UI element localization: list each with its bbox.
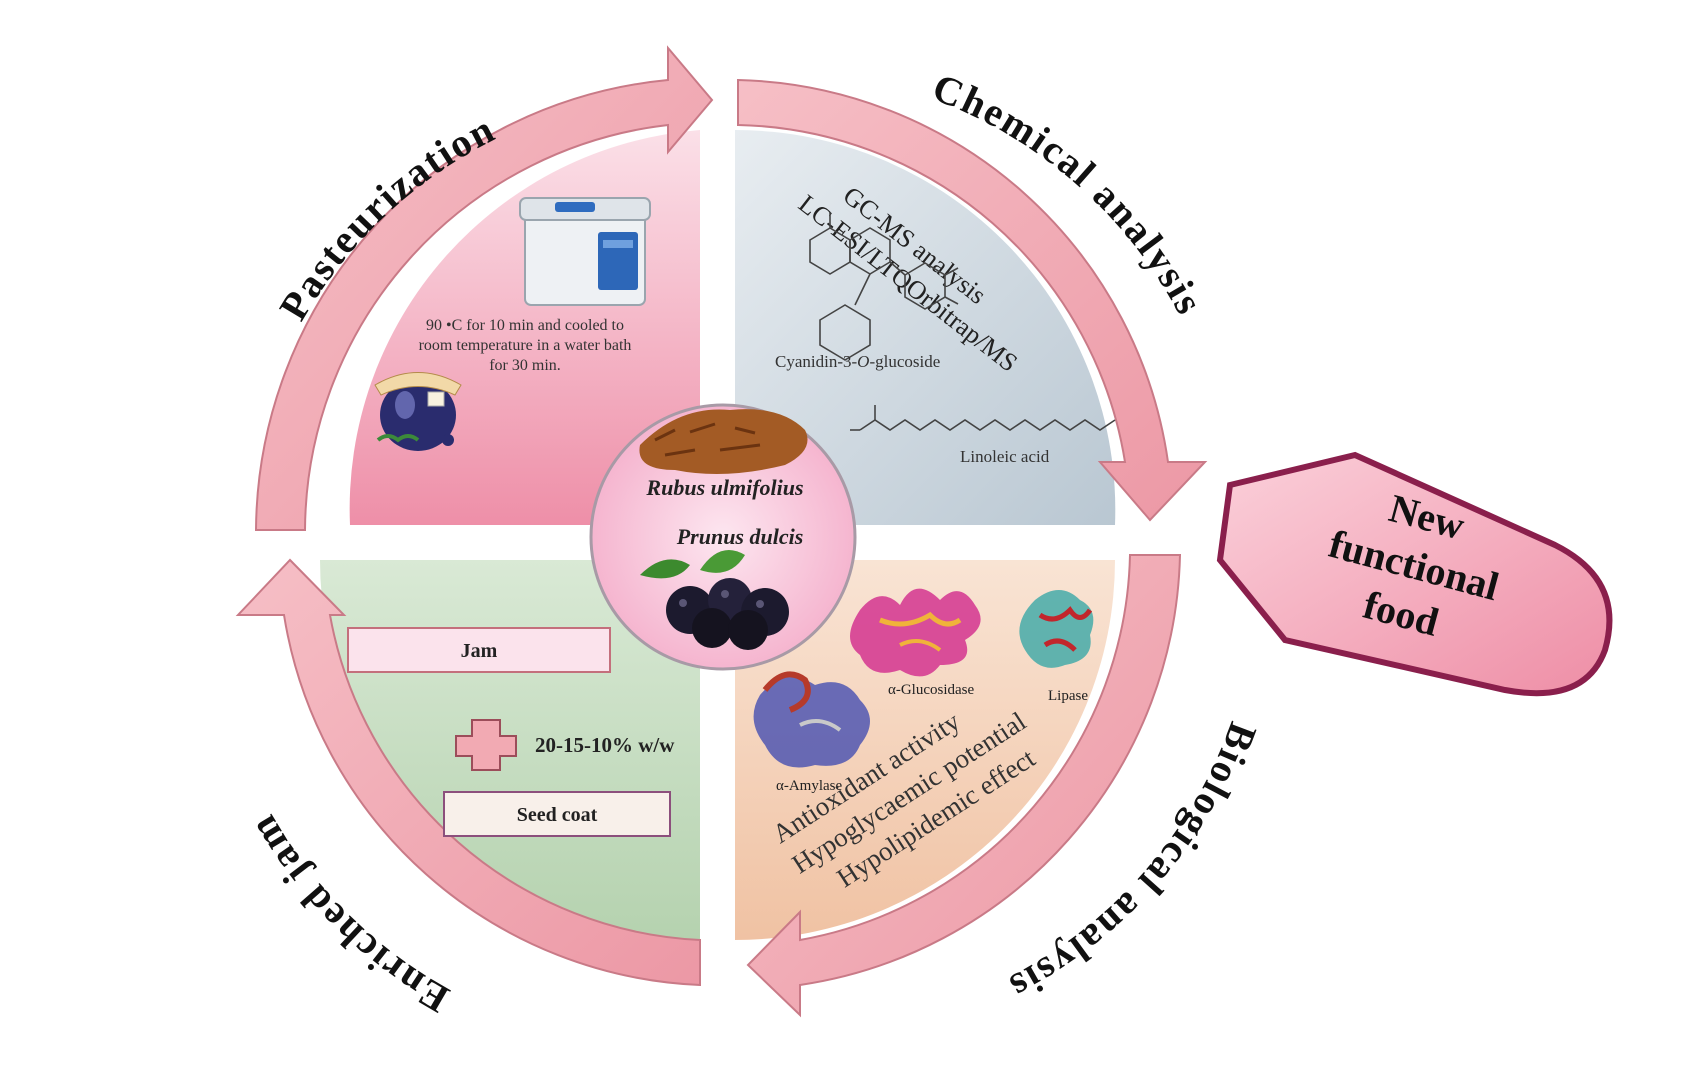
blackberries-icon [640, 550, 789, 650]
compound-linoleic: Linoleic acid [960, 447, 1050, 466]
arrow-to-chemical [254, 45, 714, 531]
plus-icon [455, 719, 517, 771]
glucosidase-protein-icon [850, 588, 981, 677]
jam-box-label: Jam [461, 640, 498, 662]
arrow-to-biological [737, 78, 1208, 522]
species-prunus: Prunus dulcis [676, 524, 804, 549]
quadrant-biological [735, 560, 1115, 940]
compound-cyanidin: Cyanidin-3-O-glucoside [775, 352, 940, 371]
arrow-to-pasteurization [235, 558, 701, 987]
arrow-to-enriched [746, 554, 1182, 1018]
seed-coat-label: Seed coat [517, 804, 598, 826]
almond-seed-coat-icon [639, 409, 808, 474]
lipase-protein-icon [1019, 590, 1094, 668]
jam-box [347, 627, 611, 673]
jam-jar-icon [374, 372, 462, 451]
species-rubus: Rubus ulmifolius [645, 475, 803, 500]
result-badge [1216, 451, 1613, 697]
percent-label: 20-15-10% w/w [535, 733, 675, 757]
pasteurization-desc-line3: for 30 min. [489, 357, 561, 374]
cyanidin-structure-icon [809, 212, 959, 361]
amylase-protein-icon [753, 671, 870, 768]
water-bath-icon [519, 197, 651, 306]
pasteurization-desc-line2: room temperature in a water bath [419, 337, 632, 354]
linoleic-acid-structure-icon [850, 405, 1116, 431]
enzyme-glucosidase: α-Glucosidase [888, 682, 975, 698]
enzyme-amylase: α-Amylase [776, 778, 843, 794]
pasteurization-desc-line1: 90 •C for 10 min and cooled to [426, 317, 624, 334]
seed-coat-box [443, 791, 671, 837]
center-circle [589, 403, 857, 671]
enzyme-lipase: Lipase [1048, 688, 1088, 704]
